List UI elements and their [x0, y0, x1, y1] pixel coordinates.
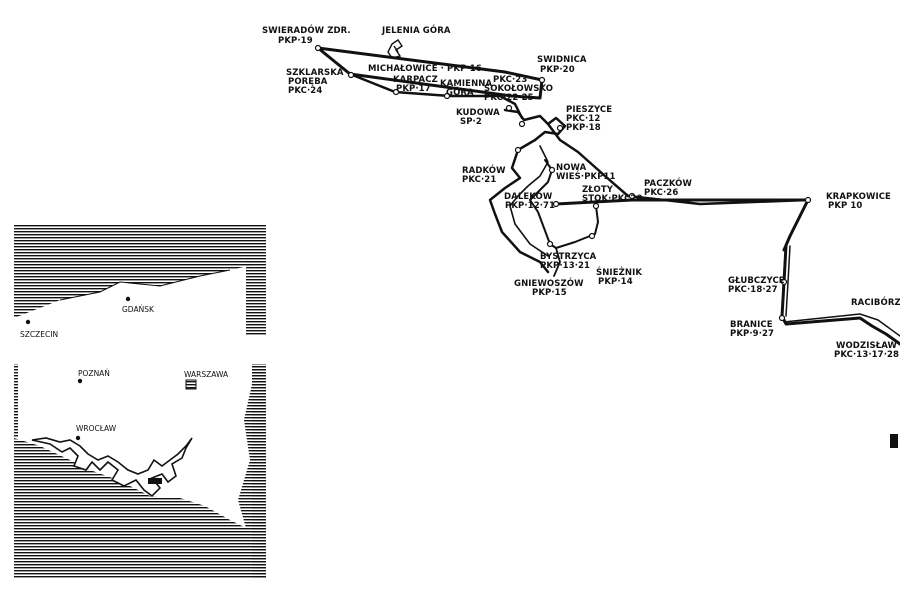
label-kamienna-2: GÓRA [446, 86, 474, 98]
label-snieznik: ŚNIEŻNIK [596, 266, 642, 278]
label-swieradow-code: PKP·19 [278, 36, 313, 46]
label-paczkow: PACZKÓW [644, 177, 692, 189]
station-marker [443, 92, 451, 100]
station-marker [347, 71, 355, 79]
label-wodzislaw-code: PKC·13·17·28 [834, 350, 899, 360]
inset-sea [14, 224, 266, 336]
label-raciborz: RACIBÓRZ [851, 296, 900, 308]
station-marker [548, 166, 556, 174]
label-bystrzyca-code: PKP·13·21 [540, 261, 590, 271]
route-raciborz [780, 314, 900, 346]
route-central-twist [503, 108, 567, 142]
station-marker [514, 146, 522, 154]
label-snieznik-code: PKP·14 [598, 277, 633, 287]
label-radkow-code: PKC·21 [462, 175, 496, 185]
city-wroclaw: WROCŁAW [76, 424, 117, 433]
label-radkow: RADKÓW [462, 164, 506, 176]
route-bystrzyca-south [553, 247, 561, 277]
station-marker [518, 120, 526, 128]
station-marker [392, 88, 400, 96]
label-paczkow-code: PKC·26 [644, 188, 678, 198]
route-south-glubczyce-2 [785, 245, 791, 317]
label-karpacz: KARPACZ [393, 75, 438, 85]
station-marker [804, 196, 812, 204]
route-paczkow-krapkowice [626, 194, 810, 206]
label-kamienna-1: KAMIENNA [440, 79, 493, 89]
label-glubczyce-code: PKC·18·27 [728, 285, 778, 295]
label-branice-code: PKP·9·27 [730, 329, 774, 339]
label-glubczyce: GŁUBCZYCE [728, 276, 785, 286]
label-wodzislaw: WODZISŁAW [836, 341, 898, 351]
label-branice: BRANICE [730, 320, 773, 330]
label-zloty-2: STOK·PKC20 [582, 194, 642, 204]
label-szklarska-2: PORĘBA [288, 77, 328, 87]
label-jelenia-gora: JELENIA GÓRA [381, 24, 451, 36]
label-zloty-1: ZŁOTY [582, 185, 614, 195]
station-marker [538, 76, 546, 84]
label-swidnica-code: PKP·20 [540, 65, 575, 75]
label-michalowice: MICHAŁOWICE · PKP·16 [368, 64, 482, 74]
label-krapkowice-code: PKP 10 [828, 201, 862, 211]
label-krapkowice: KRAPKOWICE [826, 192, 891, 202]
label-dalekow: DALEKÓW [504, 190, 553, 202]
label-pieszyce: PIESZYCE [566, 105, 612, 115]
place-labels: SWIERADÓW ZDR. PKP·19 JELENIA GÓRA SWIDN… [262, 24, 900, 360]
capital-marker [185, 379, 197, 390]
label-gniewoszow: GNIEWOSZÓW [514, 277, 584, 289]
station-marker [556, 124, 564, 132]
station-marker [780, 278, 788, 286]
inset-neighbors [14, 364, 266, 578]
city-gdansk: GDAŃSK [122, 305, 155, 314]
label-sokolowsko-code: PKC·22·25 [484, 93, 534, 103]
station-marker [314, 44, 322, 52]
label-swidnica: SWIDNICA [537, 55, 587, 65]
station-marker [505, 104, 513, 112]
label-gniewoszow-code: PKP·15 [532, 288, 567, 298]
city-dot [125, 296, 131, 302]
station-marker [592, 202, 600, 210]
label-swieradow: SWIERADÓW ZDR. [262, 24, 351, 36]
edge-mark [890, 434, 898, 448]
label-karpacz-code: PKP·17 [396, 84, 431, 94]
label-szklarska-1: SZKLARSKA [286, 68, 344, 78]
label-bystrzyca: BYSTRZYCA [540, 252, 597, 262]
label-nowa-1: NOWA [556, 163, 587, 173]
city-dot [77, 378, 83, 384]
route-radkow-loop [488, 138, 550, 274]
route-radkow-inner [509, 145, 549, 257]
label-nowa-2: WIEŚ·PKP11 [556, 170, 616, 182]
label-kudowa: KUDOWA [456, 108, 500, 118]
route-pieszyce [546, 122, 630, 198]
label-pieszyce-code-2: PKP·18 [566, 123, 601, 133]
station-markers [314, 44, 812, 322]
route-raciborz-2 [783, 313, 900, 337]
station-marker [546, 240, 554, 248]
jelenia-gora-emblem [387, 39, 403, 59]
route-nowa-wies [529, 159, 553, 201]
label-kudowa-code: SP·2 [460, 117, 482, 127]
inset-region-mark [148, 478, 162, 484]
label-szklarska-code: PKC·24 [288, 86, 322, 96]
city-warszawa: WARSZAWA [184, 370, 229, 379]
route-michalowice [348, 72, 524, 120]
city-dot [75, 435, 81, 441]
label-kamienna-code: PKC·23 [493, 75, 527, 85]
station-marker [552, 200, 560, 208]
city-poznan: POZNAŃ [78, 369, 110, 378]
city-dot [25, 319, 31, 325]
station-marker [628, 192, 636, 200]
station-marker [778, 314, 786, 322]
city-szczecin: SZCZECIN [20, 330, 58, 339]
label-pieszyce-code-1: PKC·12 [566, 114, 600, 124]
inset-cities: GDAŃSK SZCZECIN POZNAŃ WARSZAWA WROCŁAW [20, 296, 229, 441]
label-sokolowsko: SOKOŁOWSKO [484, 84, 553, 94]
station-marker [588, 232, 596, 240]
label-dalekow-code: PKP·12·71 [505, 201, 555, 211]
